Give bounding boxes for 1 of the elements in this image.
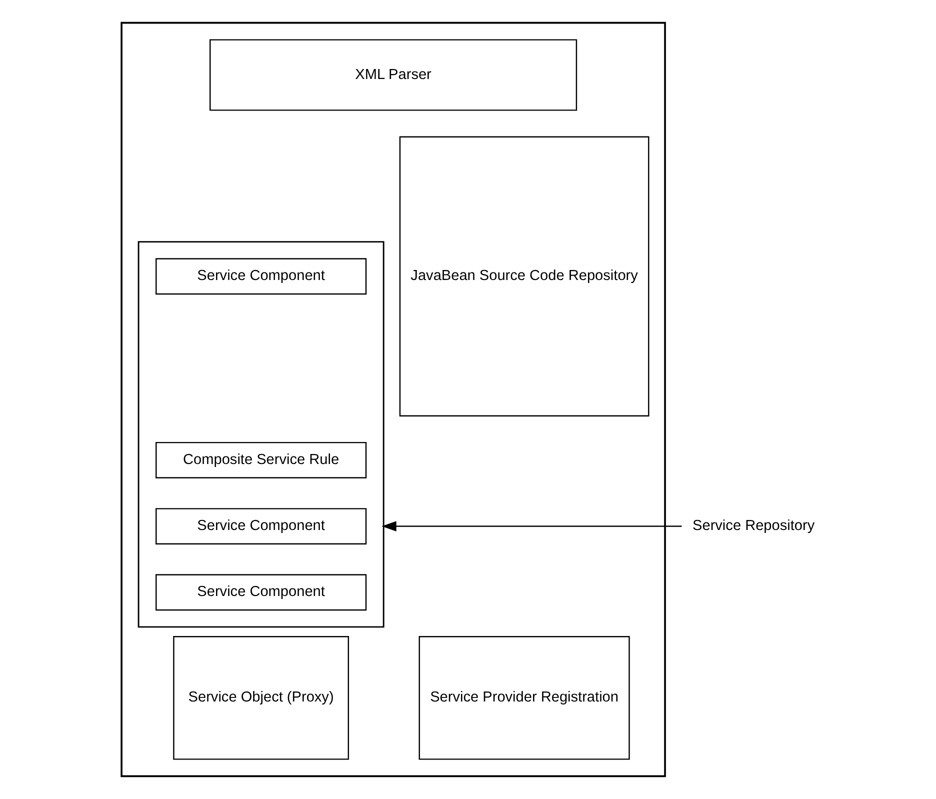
node-text: Service Repository	[692, 518, 814, 534]
